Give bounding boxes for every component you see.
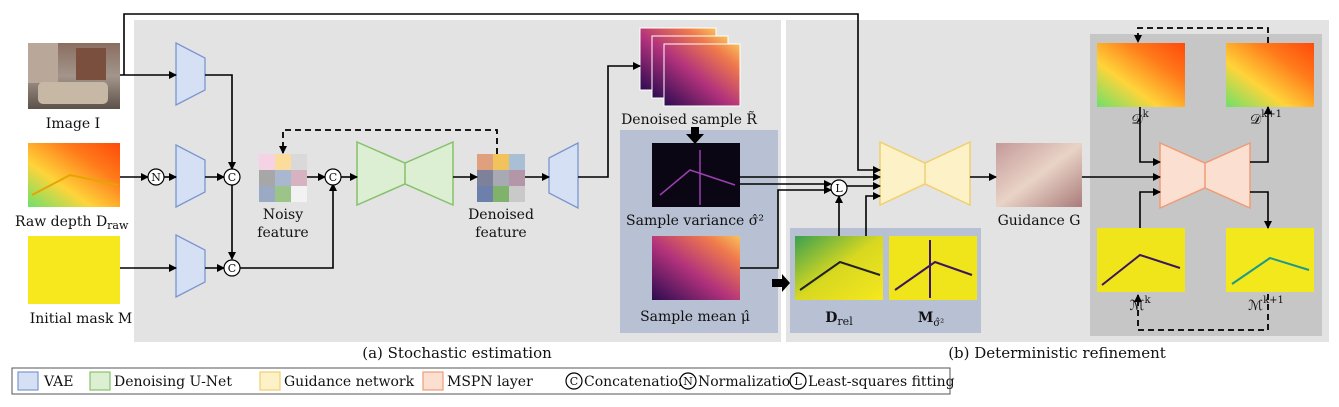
feedback-loops — [279, 27, 1269, 331]
raw-depth-label: Raw depth Draw — [15, 214, 129, 232]
guidance-label: Guidance G — [998, 213, 1081, 229]
svg-text:L: L — [835, 182, 843, 195]
legend-guidance-swatch — [259, 371, 281, 391]
relative-depth-label: Drel — [825, 310, 853, 328]
legend-mspn-swatch — [422, 371, 444, 391]
svg-text:N: N — [151, 171, 161, 184]
normalization-op: N — [147, 168, 165, 186]
svg-text:C: C — [570, 375, 578, 388]
svg-text:N: N — [683, 375, 693, 388]
deterministic-caption: (b) Deterministic refinement — [948, 344, 1166, 362]
noisy-feature-label-1: Noisy — [263, 207, 303, 223]
noisy-feature-grid — [259, 154, 307, 202]
vae-encoder-mask — [175, 233, 206, 299]
vae-encoder-depth — [175, 143, 206, 209]
noisy-feature-label-2: feature — [257, 225, 308, 241]
concat-op-2: C — [223, 259, 241, 277]
sample-variance-label: Sample variance σ̂² — [626, 213, 764, 229]
guidance-image — [996, 143, 1082, 207]
relative-depth-image — [795, 236, 883, 300]
depth-k1-label: 𝒟k+1 — [1250, 109, 1282, 128]
input-image — [28, 43, 120, 109]
svg-text:C: C — [329, 171, 337, 184]
connections — [120, 13, 1272, 272]
variance-mask-image — [889, 236, 977, 300]
concat-op-3: C — [324, 168, 342, 186]
legend-mspn: MSPN layer — [447, 374, 533, 390]
legend-vae: VAE — [43, 374, 74, 390]
image-label: Image I — [46, 116, 100, 132]
vae-decoder — [548, 141, 579, 210]
denoised-sample-label: Denoised sample R̃ — [621, 110, 757, 128]
stochastic-caption: (a) Stochastic estimation — [362, 344, 552, 362]
mask-k1-image — [1226, 228, 1314, 292]
lsq-op: L — [830, 179, 848, 197]
thick-arrow-samples — [686, 127, 704, 144]
legend-unet: Denoising U-Net — [114, 374, 232, 390]
variance-mask-label: Mσ̂² — [918, 310, 944, 329]
vae-encoder-image — [175, 41, 206, 107]
legend-unet-swatch — [89, 371, 111, 391]
legend: VAE Denoising U-Net Guidance network MSP… — [11, 367, 955, 395]
svg-text:L: L — [794, 375, 802, 388]
denoised-feature-grid — [477, 154, 525, 202]
legend-normalization: Normalization — [698, 374, 799, 390]
depth-k1-image — [1226, 43, 1314, 107]
mask-k-label: ℳk — [1129, 295, 1151, 314]
denoised-feature-label-1: Denoised — [468, 207, 534, 223]
svg-text:C: C — [228, 262, 236, 275]
mask-k1-label: ℳk+1 — [1248, 295, 1284, 314]
mask-k-image — [1097, 228, 1185, 292]
concat-op-1: C — [223, 168, 241, 186]
raw-depth-image — [28, 143, 120, 207]
denoised-sample-stack — [639, 27, 741, 107]
sample-mean-image — [652, 236, 740, 300]
depth-k-image — [1097, 43, 1185, 107]
sample-mean-label: Sample mean μ̂ — [640, 309, 750, 325]
legend-lsq: Least-squares fitting — [808, 374, 955, 390]
initial-mask-image — [28, 236, 120, 304]
svg-text:C: C — [228, 171, 236, 184]
denoised-feature-label-2: feature — [475, 225, 526, 241]
sample-variance-image — [652, 143, 740, 207]
legend-vae-swatch — [17, 371, 39, 391]
legend-concatenation: Concatenation — [584, 374, 687, 390]
legend-guidance: Guidance network — [284, 374, 415, 390]
thick-arrow-rel — [772, 274, 790, 292]
initial-mask-label: Initial mask M — [30, 311, 132, 327]
